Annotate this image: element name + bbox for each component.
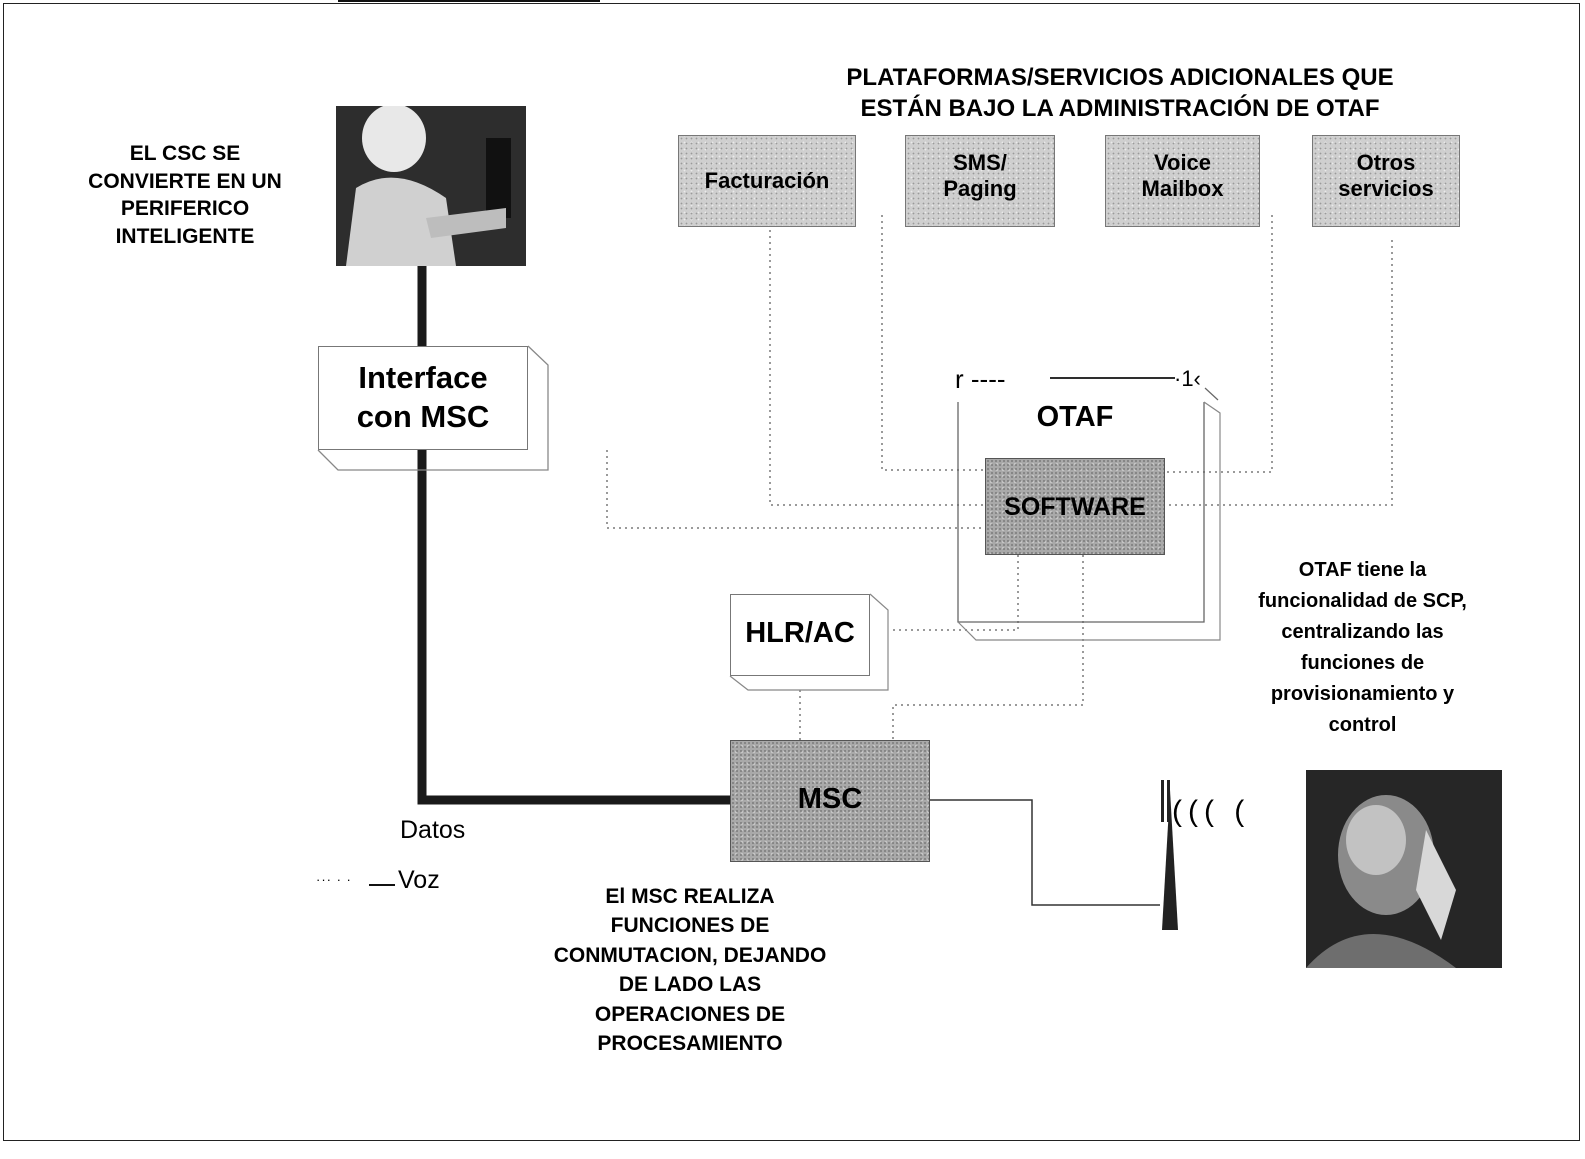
legend-voz-mark: ··· · ·: [316, 872, 352, 887]
header-title: PLATAFORMAS/SERVICIOS ADICIONALES QUE ES…: [775, 62, 1465, 124]
legend-datos: Datos: [400, 816, 466, 844]
platform-label: Otros servicios: [1338, 150, 1434, 202]
signal-otaf-hlr: [890, 555, 1019, 631]
hlr-label: HLR/AC: [745, 617, 855, 649]
otaf-stray-text: r ----: [955, 364, 1006, 394]
otaf-note: OTAF tiene la funcionalidad de SCP, cent…: [1258, 559, 1467, 736]
platform-label: Facturación: [704, 168, 830, 193]
otaf-software-box[interactable]: SOFTWARE: [985, 458, 1165, 555]
hlr-ac-box[interactable]: HLR/AC: [730, 594, 870, 676]
platform-label: Voice Mailbox: [1141, 150, 1224, 202]
signal-sms-otaf: [881, 215, 985, 471]
signal-interface-otaf: [606, 450, 985, 529]
otaf-title: OTAF: [1036, 401, 1114, 433]
otaf-stray-text-2: ·1‹: [1174, 366, 1201, 391]
voice-link-msc-antenna: [930, 799, 1160, 906]
otaf-frame-right-tick: [1204, 387, 1219, 401]
signal-others-otaf: [1165, 240, 1393, 506]
signal-voicemail-otaf: [1165, 215, 1273, 473]
csc-note: EL CSC SE CONVIERTE EN UN PERIFERICO INT…: [88, 142, 282, 249]
data-link-interface-msc: [417, 450, 735, 805]
otaf-frame-outline: [957, 402, 1205, 623]
otaf-frame-3d-edge: [957, 401, 1221, 641]
software-label: SOFTWARE: [1004, 493, 1146, 521]
header-line-2: ESTÁN BAJO LA ADMINISTRACIÓN DE OTAF: [860, 95, 1380, 123]
msc-note: El MSC REALIZA FUNCIONES DE CONMUTACION,…: [553, 885, 827, 1055]
platform-label: SMS/ Paging: [943, 150, 1017, 202]
legend-voz: Voz: [398, 866, 440, 894]
mobile-user-photo: [1306, 770, 1502, 968]
person-on-phone-icon: [1306, 770, 1502, 968]
platform-box-voice-mailbox[interactable]: Voice Mailbox: [1105, 135, 1260, 227]
top-rule: [338, 0, 600, 2]
header-line-1: PLATAFORMAS/SERVICIOS ADICIONALES QUE: [846, 64, 1394, 91]
signal-billing-otaf: [769, 230, 985, 506]
antenna-signal-text: ((( (: [1172, 795, 1251, 828]
msc-label: MSC: [797, 783, 863, 815]
platform-box-otros-servicios[interactable]: Otros servicios: [1312, 135, 1460, 227]
operator-at-computer-icon: [336, 78, 526, 266]
platform-box-facturacion[interactable]: Facturación: [678, 135, 856, 227]
msc-box[interactable]: MSC: [730, 740, 930, 862]
platform-box-sms-paging[interactable]: SMS/ Paging: [905, 135, 1055, 227]
diagram-frame: [3, 3, 1580, 1141]
antenna-icon: [1161, 780, 1178, 930]
csc-operator-photo: [336, 78, 526, 266]
